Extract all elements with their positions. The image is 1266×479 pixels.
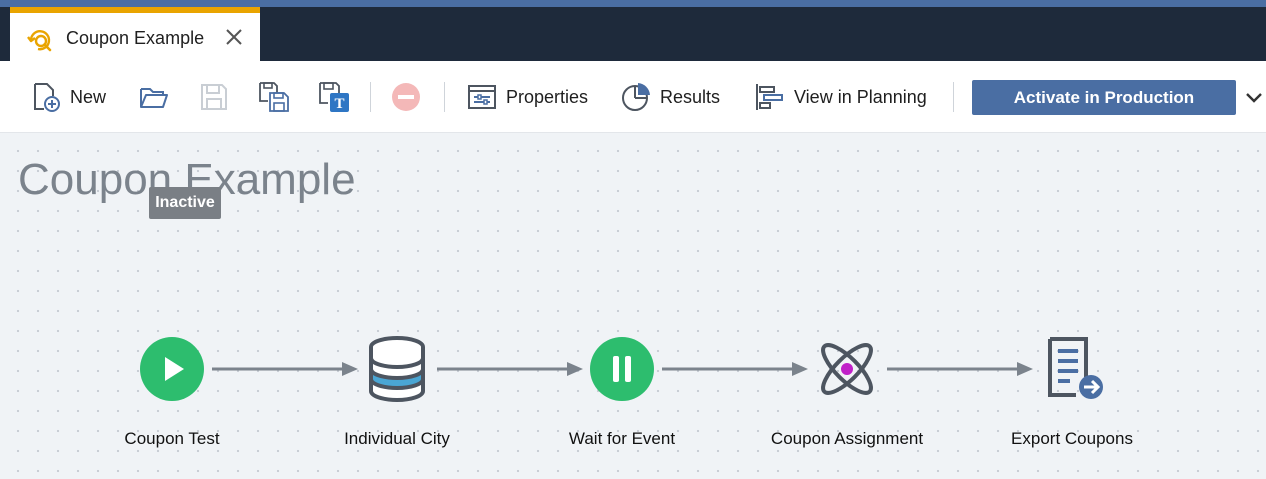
- activate-in-production-button[interactable]: Activate in Production: [972, 80, 1236, 115]
- new-button[interactable]: New: [30, 61, 106, 133]
- flow-connector: [212, 362, 358, 376]
- flow-connector: [887, 362, 1033, 376]
- pause-icon: [590, 337, 654, 401]
- flow-connector: [437, 362, 583, 376]
- view-in-planning-label: View in Planning: [794, 86, 927, 107]
- results-label: Results: [660, 86, 721, 107]
- flow-connector: [662, 362, 808, 376]
- properties-icon: [468, 85, 496, 109]
- flow-node-coupon-test[interactable]: Coupon Test: [72, 333, 272, 473]
- database-icon: [369, 336, 425, 402]
- toolbar-divider: [444, 82, 445, 112]
- toolbar: New T: [0, 61, 1266, 133]
- remove-circle-icon: [392, 83, 420, 111]
- deactivate-button[interactable]: [390, 61, 422, 133]
- flow-node-coupon-assignment[interactable]: Coupon Assignment: [747, 333, 947, 473]
- save-as-button[interactable]: [258, 61, 290, 133]
- save-icon: [201, 84, 227, 110]
- save-template-icon: T: [319, 82, 349, 112]
- view-in-planning-button[interactable]: View in Planning: [754, 61, 927, 133]
- play-icon: [140, 337, 204, 401]
- properties-button[interactable]: Properties: [466, 61, 588, 133]
- tab-title: Coupon Example: [66, 28, 205, 48]
- new-document-icon: [34, 83, 60, 112]
- node-label: Individual City: [344, 429, 450, 448]
- flow-node-export-coupons[interactable]: Export Coupons: [972, 333, 1172, 473]
- flow-node-wait-for-event[interactable]: Wait for Event: [522, 333, 722, 473]
- new-label: New: [70, 86, 107, 107]
- node-label: Export Coupons: [1011, 429, 1133, 448]
- node-label: Coupon Assignment: [770, 429, 924, 448]
- save-as-icon: [259, 82, 289, 112]
- results-button[interactable]: Results: [620, 61, 720, 133]
- tab-coupon-example[interactable]: Coupon Example: [10, 7, 260, 61]
- open-button[interactable]: [138, 61, 170, 133]
- atom-icon: [821, 343, 873, 395]
- pie-chart-icon: [622, 83, 650, 111]
- campaign-search-icon: [27, 30, 52, 52]
- close-icon[interactable]: [224, 27, 244, 47]
- status-badge: Inactive: [149, 187, 221, 219]
- top-accent-strip: [0, 0, 1266, 7]
- export-document-icon: [1048, 337, 1103, 399]
- chevron-down-icon[interactable]: [1243, 87, 1265, 109]
- node-label: Coupon Test: [124, 429, 220, 448]
- gantt-chart-icon: [756, 84, 783, 110]
- save-button[interactable]: [198, 61, 230, 133]
- save-as-template-button[interactable]: T: [318, 61, 350, 133]
- properties-label: Properties: [506, 86, 589, 107]
- flow-node-individual-city[interactable]: Individual City: [297, 333, 497, 473]
- folder-open-icon: [140, 88, 168, 108]
- tab-bar: Coupon Example: [0, 7, 1266, 61]
- toolbar-divider: [953, 82, 954, 112]
- toolbar-divider: [370, 82, 371, 112]
- node-label: Wait for Event: [568, 429, 676, 448]
- svg-text:T: T: [334, 96, 344, 112]
